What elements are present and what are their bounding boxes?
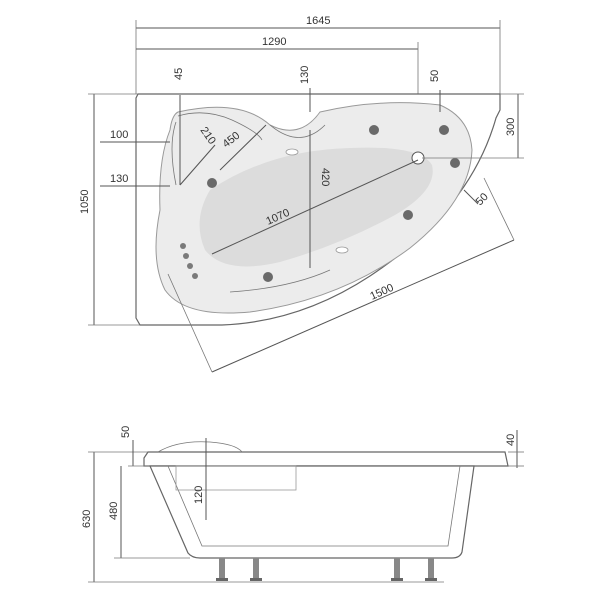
dim-rim-right: 40 bbox=[505, 434, 517, 446]
dim-centre-width: 1290 bbox=[262, 36, 286, 48]
dim-headrest: 120 bbox=[193, 486, 205, 504]
tub-side-body bbox=[149, 465, 475, 559]
jet-icon bbox=[439, 125, 449, 135]
top-view: 1645 1290 1050 45 130 50 300 100 130 210… bbox=[79, 15, 524, 373]
dim-basin-width: 420 bbox=[319, 168, 331, 186]
dim-depth: 1050 bbox=[79, 190, 91, 214]
jet-icon bbox=[403, 210, 413, 220]
dim-left-rim-upper: 100 bbox=[110, 129, 128, 141]
jet-icon bbox=[192, 273, 198, 279]
tub-feet bbox=[216, 558, 437, 581]
side-view: 50 40 120 480 630 bbox=[81, 426, 524, 583]
dim-diagonal: 1500 bbox=[368, 282, 395, 303]
jet-icon bbox=[263, 272, 273, 282]
jet-icon bbox=[180, 243, 186, 249]
tub-side-rim bbox=[143, 451, 509, 467]
dim-rim-offset-top: 130 bbox=[299, 66, 311, 84]
jet-icon bbox=[207, 178, 217, 188]
dim-total-height: 630 bbox=[81, 510, 93, 528]
dim-corner-offset-left: 45 bbox=[173, 68, 185, 80]
jet-icon bbox=[183, 253, 189, 259]
jet-icon bbox=[450, 158, 460, 168]
dim-inner-depth: 480 bbox=[108, 502, 120, 520]
dim-overall-width: 1645 bbox=[306, 15, 330, 27]
dim-rim-offset-right: 50 bbox=[429, 70, 441, 82]
dim-rim-left: 50 bbox=[120, 426, 132, 438]
dim-left-rim-lower: 130 bbox=[110, 173, 128, 185]
dim-right-side: 300 bbox=[505, 118, 517, 136]
jet-icon bbox=[187, 263, 193, 269]
dim-drain-offset: 50 bbox=[474, 191, 491, 208]
jet-icon bbox=[369, 125, 379, 135]
